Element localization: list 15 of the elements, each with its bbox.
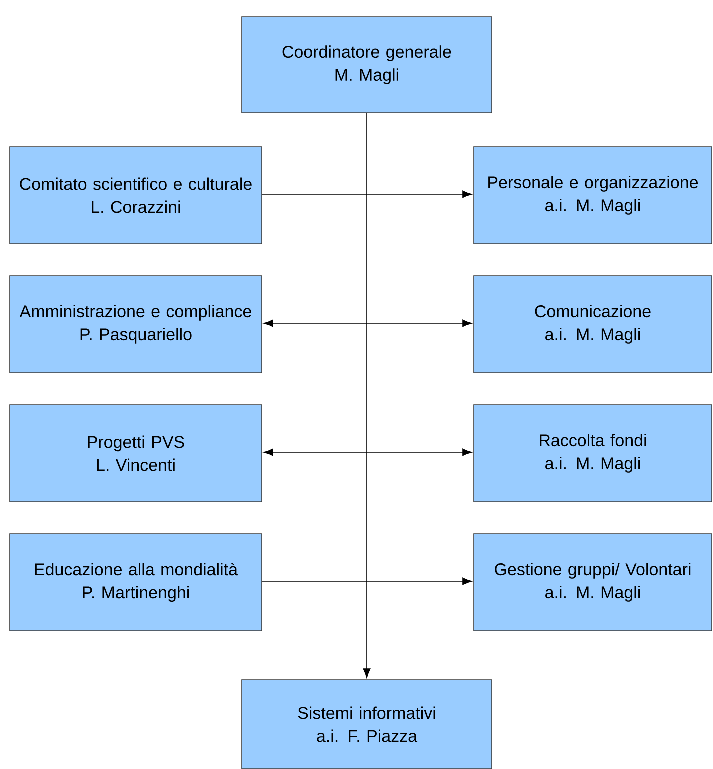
org-box: Comitato scientifico e culturale L. Corazzini — [10, 146, 262, 244]
org-box: Gestione gruppi/ Volontari a.i. M. Magli — [474, 534, 712, 632]
org-box: Educazione alla mondialità P. Martinenghi — [10, 534, 262, 632]
arrow — [264, 448, 472, 456]
org-box: Sistemi informativi a.i. F. Piazza — [242, 680, 492, 769]
org-box: Raccolta fondi a.i. M. Magli — [474, 404, 712, 502]
arrow — [262, 578, 472, 586]
arrow — [264, 320, 472, 328]
org-box: Personale e organizzazione a.i. M. Magli — [474, 146, 712, 244]
org-box: Progetti PVS L. Vincenti — [10, 404, 262, 502]
org-box: Comunicazione a.i. M. Magli — [474, 276, 712, 374]
org-box: Coordinatore generale M. Magli — [242, 16, 492, 114]
arrow — [262, 190, 472, 198]
org-box: Amministrazione e compliance P. Pasquariello — [10, 276, 262, 374]
arrow — [363, 113, 371, 678]
